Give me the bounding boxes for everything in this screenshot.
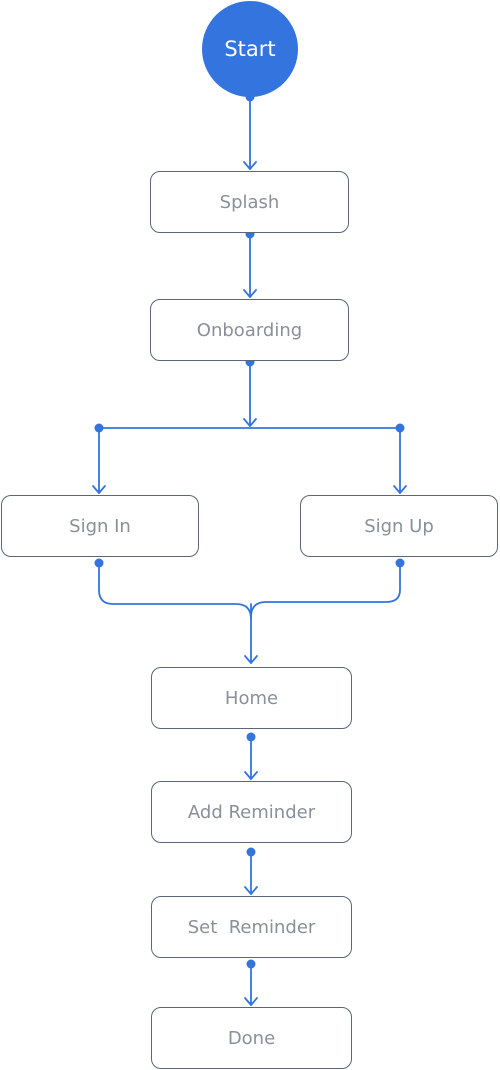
arrowhead-icon — [244, 886, 258, 895]
connector-line — [98, 562, 252, 620]
sign-up-node[interactable]: Sign Up — [300, 495, 498, 557]
sign-in-node[interactable]: Sign In — [1, 495, 199, 557]
arrowhead-icon — [243, 289, 257, 298]
home-node[interactable]: Home — [151, 667, 352, 729]
arrowhead-icon — [92, 485, 106, 494]
arrowhead-icon — [244, 655, 258, 664]
set-reminder-node[interactable]: Set Reminder — [151, 896, 352, 958]
arrowhead-icon — [243, 161, 257, 170]
arrowhead-icon — [244, 771, 258, 780]
splash-node[interactable]: Splash — [150, 171, 349, 233]
arrowhead-icon — [393, 485, 407, 494]
arrowhead-icon — [244, 997, 258, 1006]
connector-line — [250, 562, 401, 618]
done-node[interactable]: Done — [151, 1007, 352, 1069]
start-node[interactable]: Start — [202, 1, 298, 97]
add-reminder-node[interactable]: Add Reminder — [151, 781, 352, 843]
arrowhead-icon — [243, 418, 257, 427]
onboarding-node[interactable]: Onboarding — [150, 299, 349, 361]
